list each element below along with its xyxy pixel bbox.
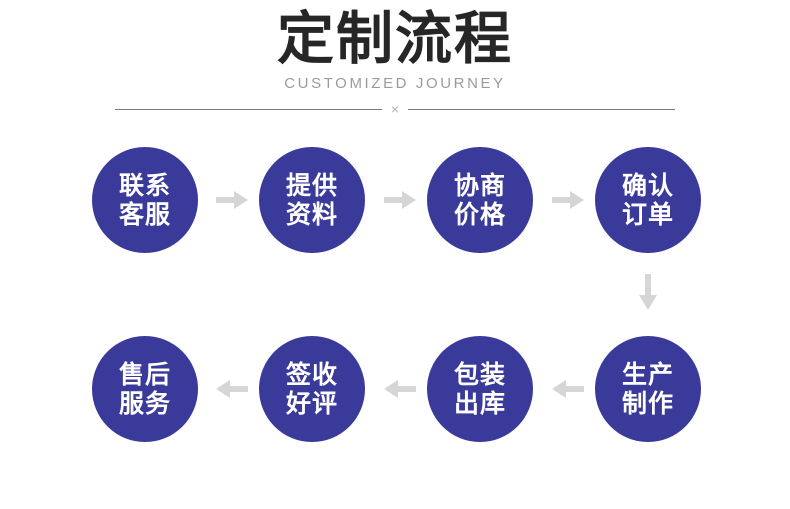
flow-node-pack-and-ship[interactable]: 包装 出库 <box>427 336 533 442</box>
arrow-down-icon <box>639 274 657 310</box>
arrow-right-icon <box>552 191 584 209</box>
flow-node-label-line1: 包装 <box>453 360 506 389</box>
flow-node-negotiate-price[interactable]: 协商 价格 <box>427 147 533 253</box>
flow-node-provide-materials[interactable]: 提供 资料 <box>259 147 365 253</box>
arrow-right-icon <box>216 191 248 209</box>
header: 定制流程 CUSTOMIZED JOURNEY <box>0 0 790 94</box>
flow-node-after-sales-service[interactable]: 售后 服务 <box>92 336 198 442</box>
divider-x-icon: × <box>390 101 400 117</box>
flow-node-label-line2: 服务 <box>118 389 171 418</box>
arrow-right-icon <box>384 191 416 209</box>
flow-node-label-line2: 价格 <box>453 200 506 229</box>
flow-node-label-line2: 出库 <box>453 389 506 418</box>
flow-node-label-line2: 资料 <box>285 200 338 229</box>
flow-node-contact-service[interactable]: 联系 客服 <box>92 147 198 253</box>
divider-rule-left <box>115 108 382 110</box>
arrow-left-icon <box>384 380 416 398</box>
page-subtitle: CUSTOMIZED JOURNEY <box>284 75 506 92</box>
flow-node-label-line1: 提供 <box>285 171 338 200</box>
arrow-left-icon <box>216 380 248 398</box>
flow-node-label-line2: 订单 <box>621 200 674 229</box>
flow-node-label-line1: 确认 <box>621 171 674 200</box>
flow-node-sign-and-review[interactable]: 签收 好评 <box>259 336 365 442</box>
flow-node-confirm-order[interactable]: 确认 订单 <box>595 147 701 253</box>
flow-node-production[interactable]: 生产 制作 <box>595 336 701 442</box>
flow-node-label-line1: 协商 <box>453 171 506 200</box>
flow-node-label-line1: 签收 <box>285 360 338 389</box>
flow-node-label-line1: 联系 <box>118 171 171 200</box>
arrow-left-icon <box>552 380 584 398</box>
flow-node-label-line1: 售后 <box>118 360 171 389</box>
flow-node-label-line1: 生产 <box>621 360 674 389</box>
section-divider: × <box>115 99 675 119</box>
divider-rule-right <box>408 108 675 110</box>
flow-node-label-line2: 制作 <box>621 389 674 418</box>
flow-node-label-line2: 客服 <box>118 200 171 229</box>
flow-node-label-line2: 好评 <box>285 389 338 418</box>
page-title: 定制流程 <box>277 6 513 72</box>
